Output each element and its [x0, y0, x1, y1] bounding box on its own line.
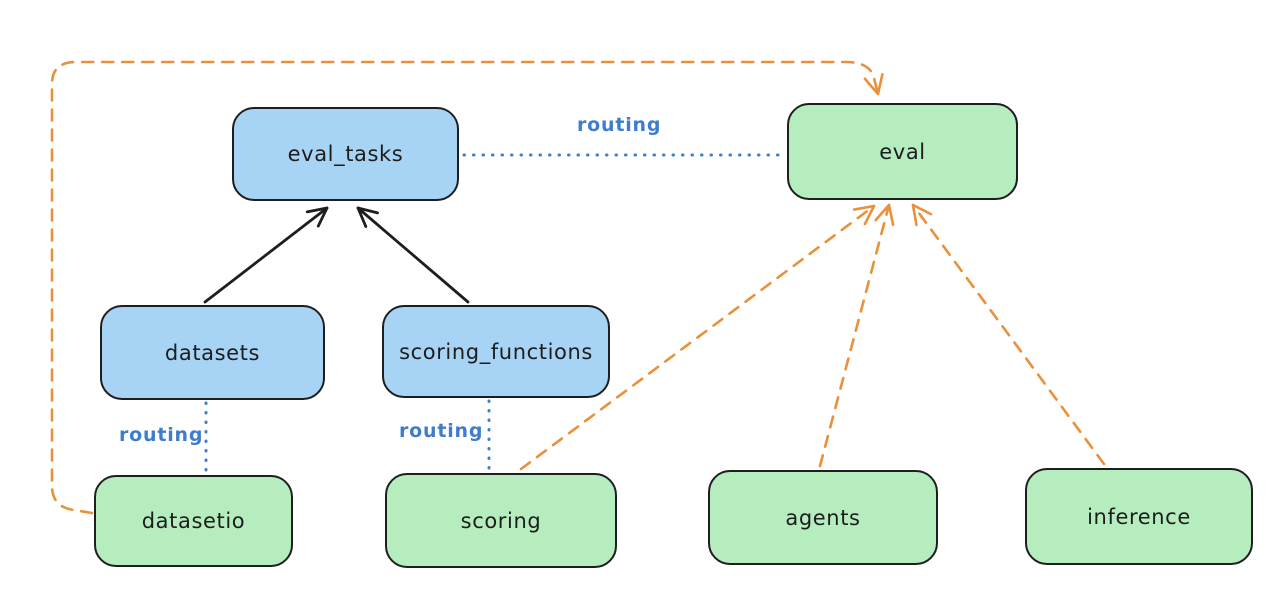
- edge-datasets-to-eval-tasks: [203, 206, 329, 304]
- routing-label-eval-tasks-eval: routing: [577, 114, 662, 136]
- routing-label-datasets-datasetio: routing: [119, 424, 204, 446]
- edge-agents-to-eval: [818, 203, 895, 468]
- node-eval-label: eval: [879, 139, 926, 164]
- node-eval: eval: [787, 103, 1018, 200]
- edge-inference-to-eval: [911, 203, 1106, 466]
- node-datasetio: datasetio: [94, 475, 293, 567]
- node-scoring: scoring: [385, 473, 617, 568]
- node-datasets-label: datasets: [164, 340, 261, 365]
- node-inference: inference: [1025, 468, 1253, 565]
- node-datasetio-label: datasetio: [141, 509, 246, 533]
- node-eval-tasks: eval_tasks: [232, 107, 459, 201]
- node-scoring-functions: scoring_functions: [382, 305, 610, 398]
- routing-label-scoring-functions-scoring: routing: [399, 420, 484, 442]
- edge-datasetio-to-eval: [50, 60, 884, 515]
- node-agents-label: agents: [785, 505, 861, 530]
- node-scoring-label: scoring: [460, 508, 542, 533]
- edge-scoring-to-eval: [519, 204, 876, 471]
- edge-scoring-functions-to-eval-tasks: [356, 206, 470, 304]
- node-inference-label: inference: [1087, 504, 1191, 529]
- node-scoring-functions-label: scoring_functions: [399, 339, 593, 364]
- node-agents: agents: [708, 470, 938, 565]
- node-eval-tasks-label: eval_tasks: [287, 142, 404, 166]
- node-datasets: datasets: [100, 305, 325, 400]
